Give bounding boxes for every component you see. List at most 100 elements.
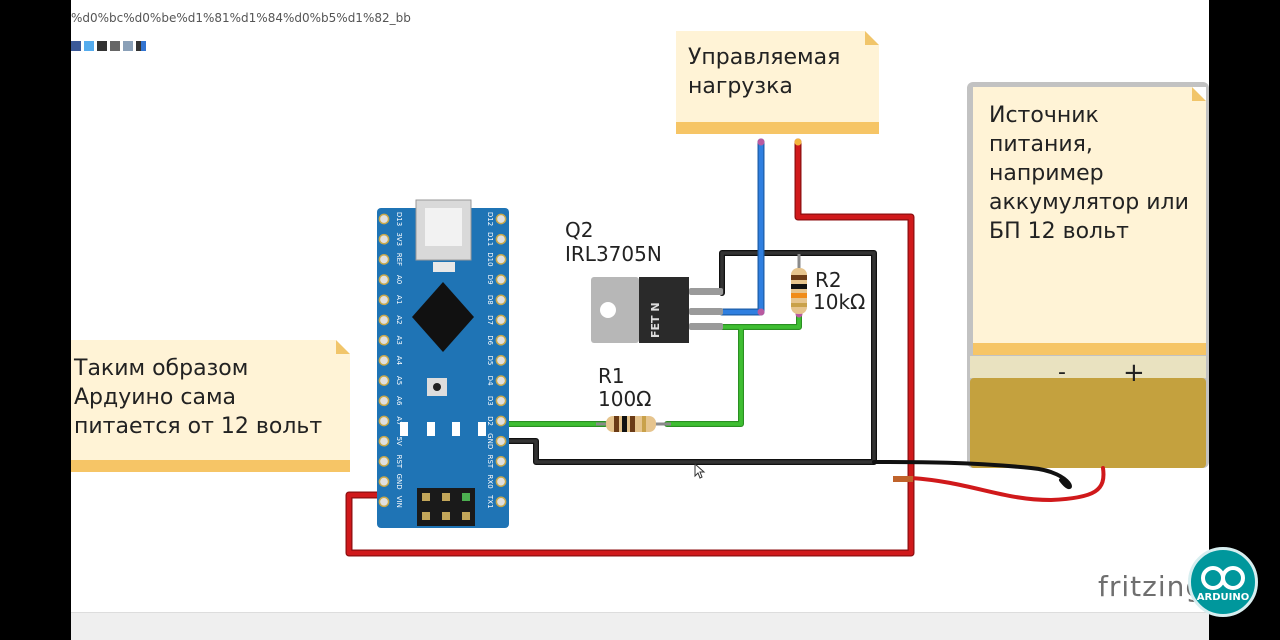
- infinity-icon: [1201, 566, 1245, 590]
- mouse-cursor-icon: [694, 462, 706, 479]
- nano-pin-label: A1: [395, 295, 403, 304]
- nano-pin-rst[interactable]: [495, 456, 507, 467]
- nano-pin-label: A4: [395, 356, 403, 366]
- note-arduino-power: Таким образом Ардуино сама питается от 1…: [71, 340, 350, 472]
- note-load-text: Управляемая нагрузка: [688, 45, 841, 99]
- nano-pin-d9[interactable]: [495, 274, 507, 285]
- nano-pin-label: D13: [395, 212, 403, 226]
- mail-icon[interactable]: [123, 41, 133, 51]
- nano-pin-d12[interactable]: [495, 213, 507, 225]
- label-r1: R1: [598, 364, 625, 388]
- nano-pin-label: D5: [486, 355, 494, 365]
- nano-pin-5v[interactable]: [378, 435, 390, 447]
- nano-pin-vin[interactable]: [378, 496, 390, 508]
- nano-pin-d8[interactable]: [495, 294, 507, 306]
- nano-pin-a3[interactable]: [378, 334, 390, 346]
- nano-pin-label: D6: [486, 335, 494, 345]
- print-icon[interactable]: [110, 41, 120, 51]
- wire-blue-drain: [718, 138, 765, 316]
- component-labels: Q2 IRL3705N R2 10kΩ R1 100Ω: [565, 218, 865, 411]
- nano-pin-rst[interactable]: [378, 456, 390, 467]
- battery-minus-label: -: [1058, 360, 1066, 385]
- nano-pin-label: GND: [395, 474, 403, 490]
- nano-pin-a5[interactable]: [378, 375, 390, 386]
- nano-pin-tx1[interactable]: [495, 496, 507, 508]
- nano-pin-a0[interactable]: [378, 274, 390, 285]
- nano-pin-label: D9: [486, 275, 494, 285]
- plus-icon[interactable]: [97, 41, 107, 51]
- share-icons-bar: [71, 41, 146, 53]
- resistor-r2[interactable]: [791, 254, 807, 314]
- nano-pin-label: VIN: [395, 496, 403, 508]
- icsp-header: [417, 488, 475, 526]
- facebook-icon[interactable]: [71, 41, 81, 51]
- nano-pin-gnd[interactable]: [495, 435, 507, 447]
- nano-pin-label: D10: [486, 252, 494, 266]
- wire-battery-red: [909, 466, 1106, 502]
- wires: [345, 138, 1106, 557]
- nano-pin-label: RST: [395, 455, 403, 469]
- nano-pin-a2[interactable]: [378, 314, 390, 326]
- nano-pin-label: A2: [395, 315, 403, 324]
- nano-pin-a1[interactable]: [378, 294, 390, 306]
- mosfet-marking: FET N: [649, 302, 662, 338]
- delicious-icon[interactable]: [136, 41, 146, 51]
- nano-pin-d10[interactable]: [495, 254, 507, 265]
- nano-pin-a7[interactable]: [378, 415, 390, 427]
- nano-pin-label: D12: [486, 212, 494, 226]
- nano-pin-label: 5V: [395, 437, 403, 446]
- twitter-icon[interactable]: [84, 41, 94, 51]
- nano-pin-d13[interactable]: [378, 213, 390, 225]
- nano-pin-label: RX0: [486, 475, 494, 489]
- nano-pin-label: A3: [395, 336, 403, 345]
- nano-pin-label: D11: [486, 232, 494, 246]
- nano-pin-d4[interactable]: [495, 375, 507, 386]
- diagram-canvas: %d0%bc%d0%be%d1%81%d1%84%d0%b5%d1%82_bb …: [71, 0, 1209, 640]
- nano-pin-label: RST: [486, 455, 494, 469]
- nano-pin-label: TX1: [486, 494, 494, 509]
- nano-pin-label: D7: [486, 315, 494, 325]
- nano-pin-gnd[interactable]: [378, 476, 390, 487]
- bottom-toolbar: [71, 612, 1209, 640]
- arduino-logo: ARDUINO: [1188, 547, 1258, 617]
- fritzing-logo: fritzing: [1098, 570, 1205, 603]
- note-controlled-load: Управляемая нагрузка: [676, 31, 879, 134]
- nano-pin-label: REF: [395, 253, 403, 266]
- nano-pin-label: GND: [486, 433, 494, 449]
- nano-pin-label: D4: [486, 376, 494, 386]
- label-r2: R2: [815, 268, 842, 292]
- nano-pin-label: D8: [486, 295, 494, 305]
- nano-pin-label: D3: [486, 396, 494, 406]
- nano-pin-d11[interactable]: [495, 233, 507, 245]
- label-irl3705n: IRL3705N: [565, 242, 662, 266]
- nano-pin-label: A7: [395, 416, 403, 425]
- note-arduino-text: Таким образом Ардуино сама питается от 1…: [74, 356, 323, 439]
- nano-pin-d7[interactable]: [495, 314, 507, 326]
- nano-pin-label: A5: [395, 376, 403, 385]
- note-power-text: Источник питания, например аккумулятор и…: [989, 103, 1189, 244]
- nano-pin-a6[interactable]: [378, 395, 390, 407]
- mosfet-q2[interactable]: FET N: [591, 277, 723, 343]
- wire-battery-black: [872, 460, 1072, 489]
- note-power-source: Источник питания, например аккумулятор и…: [973, 87, 1206, 355]
- nano-pin-d2[interactable]: [495, 415, 507, 427]
- nano-pin-label: A0: [395, 275, 403, 284]
- label-r2-value: 10kΩ: [813, 290, 865, 314]
- page-url-text: %d0%bc%d0%be%d1%81%d1%84%d0%b5%d1%82_bb: [71, 11, 411, 25]
- resistor-r1[interactable]: [596, 416, 671, 432]
- battery-plus-label: +: [1123, 358, 1145, 388]
- nano-pin-rx0[interactable]: [495, 476, 507, 487]
- nano-pin-d5[interactable]: [495, 355, 507, 366]
- label-r1-value: 100Ω: [598, 387, 651, 411]
- nano-pin-ref[interactable]: [378, 254, 390, 265]
- nano-pin-label: D2: [486, 416, 494, 426]
- nano-pin-3v3[interactable]: [378, 233, 390, 245]
- nano-pin-label: 3V3: [395, 232, 403, 246]
- arduino-logo-text: ARDUINO: [1196, 592, 1250, 603]
- label-q2: Q2: [565, 218, 593, 242]
- nano-pin-label: A6: [395, 396, 403, 406]
- nano-pin-d6[interactable]: [495, 334, 507, 346]
- nano-pin-a4[interactable]: [378, 355, 390, 366]
- nano-pin-d3[interactable]: [495, 395, 507, 407]
